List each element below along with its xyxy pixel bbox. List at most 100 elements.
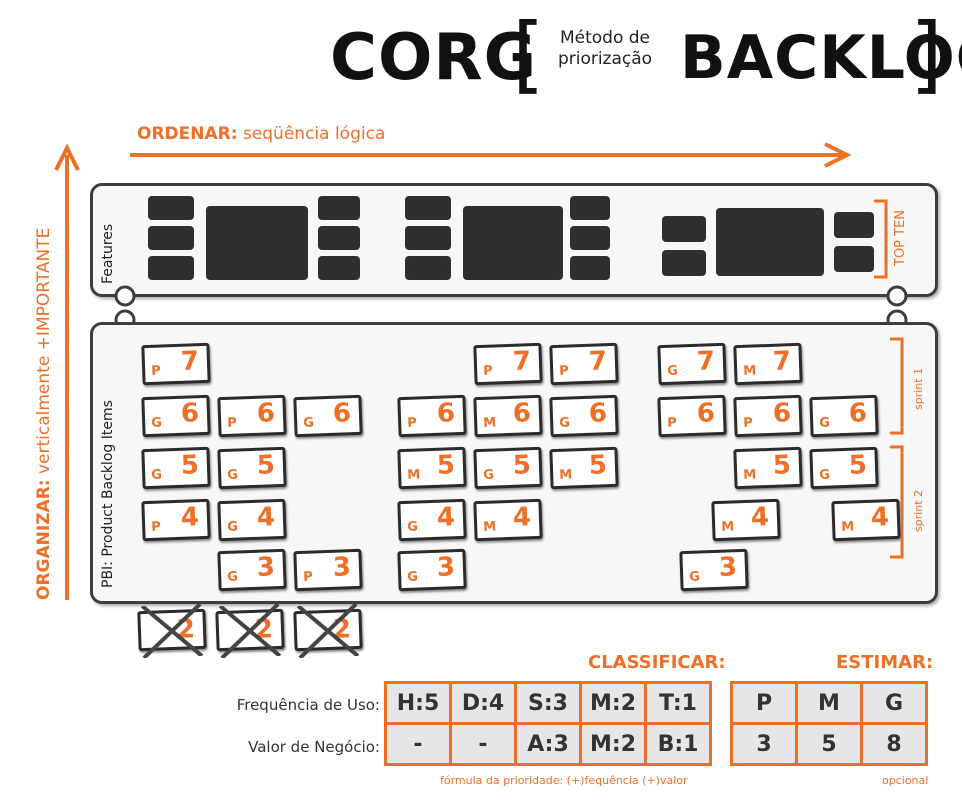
feature-block: [570, 226, 610, 250]
classificar-cell: -: [449, 722, 517, 766]
pbi-card-size: G: [406, 569, 419, 585]
top-ten-label: TOP TEN: [893, 209, 908, 266]
estimar-table: P M G 3 5 8: [730, 681, 928, 766]
classificar-cell: M:2: [579, 722, 647, 766]
ordenar-keyword: ORDENAR:: [137, 124, 238, 144]
pbi-card-size: M: [558, 467, 573, 483]
pbi-card-priority: 4: [180, 502, 200, 533]
pbi-card-size: M: [840, 519, 855, 535]
pbi-card-priority: 3: [256, 552, 276, 583]
sprint2-label: sprint 2: [912, 489, 925, 532]
vertical-arrow: [54, 143, 80, 600]
classificar-heading: CLASSIFICAR:: [588, 652, 726, 673]
valor-label: Valor de Negócio:: [248, 738, 380, 756]
estimar-note: opcional: [882, 774, 929, 787]
classificar-cell: S:3: [514, 681, 582, 725]
pbi-card-priority: 4: [750, 502, 770, 533]
pbi-card-size: P: [302, 569, 314, 585]
title-subtitle-line1: Método de: [559, 28, 651, 48]
pbi-card-priority: 5: [512, 450, 532, 481]
pbi-card-priority: 5: [772, 450, 792, 481]
pbi-card-priority: 4: [256, 502, 276, 533]
estimar-cell: 3: [730, 722, 798, 766]
feature-block: [318, 256, 360, 280]
classificar-row-frequencia: H:5 D:4 S:3 M:2 T:1: [384, 681, 712, 725]
pbi-card-size: G: [482, 467, 495, 483]
pbi-card-priority: 6: [848, 398, 868, 429]
estimar-cell: 8: [860, 722, 928, 766]
cross-out-icon: [140, 603, 204, 659]
estimar-heading: ESTIMAR:: [836, 652, 934, 673]
feature-block: [318, 226, 360, 250]
pbi-card-priority: 3: [332, 552, 352, 583]
feature-block: [405, 196, 451, 220]
sprint1-label: sprint 1: [912, 367, 925, 410]
pbi-card-priority: 7: [696, 346, 716, 377]
discarded-card: 2: [137, 603, 207, 659]
cross-out-icon: [296, 603, 360, 659]
pbi-card-size: G: [150, 415, 163, 431]
estimar-cell: M: [795, 681, 863, 725]
estimar-row-size: P M G: [730, 681, 928, 725]
classificar-table: H:5 D:4 S:3 M:2 T:1 - - A:3 M:2 B:1: [384, 681, 712, 766]
pbi-card-size: P: [742, 415, 754, 431]
pbi-label: PBI: Product Backlog Items: [100, 400, 116, 588]
discarded-card: 2: [215, 603, 285, 659]
organizar-label: ORGANIZAR: verticalmente +IMPORTANTE: [34, 228, 54, 600]
pbi-card-priority: 5: [436, 450, 456, 481]
pbi-card-size: M: [742, 467, 757, 483]
pbi-card-size: P: [482, 363, 494, 379]
title-bracket-close: ]: [910, 5, 943, 103]
feature-block-large: [716, 208, 824, 276]
feature-block: [405, 256, 451, 280]
pbi-card-priority: 4: [512, 502, 532, 533]
pbi-card-priority: 5: [848, 450, 868, 481]
organizar-keyword: ORGANIZAR:: [34, 479, 54, 600]
classificar-cell: T:1: [644, 681, 712, 725]
pbi-card-priority: 6: [180, 398, 200, 429]
pbi-card-priority: 6: [512, 398, 532, 429]
pbi-card-priority: 4: [870, 502, 890, 533]
classificar-cell: B:1: [644, 722, 712, 766]
estimar-row-points: 3 5 8: [730, 722, 928, 766]
pbi-card-size: P: [666, 415, 678, 431]
organizar-text: verticalmente +IMPORTANTE: [34, 227, 54, 475]
feature-block-large: [206, 206, 308, 280]
discarded-card: 2: [293, 603, 363, 659]
pbi-card-size: P: [150, 519, 162, 535]
title-subtitle: Método de priorização: [540, 28, 670, 70]
classificar-cell: H:5: [384, 681, 452, 725]
estimar-cell: P: [730, 681, 798, 725]
pbi-card-size: M: [406, 467, 421, 483]
pbi-card-priority: 6: [772, 398, 792, 429]
pbi-card-priority: 6: [436, 398, 456, 429]
pbi-card-priority: 7: [588, 346, 608, 377]
feature-block: [834, 246, 874, 272]
pbi-card-priority: 6: [332, 398, 352, 429]
pbi-card-size: P: [150, 363, 162, 379]
estimar-cell: 5: [795, 722, 863, 766]
pbi-card-size: G: [302, 415, 315, 431]
feature-block: [834, 212, 874, 238]
pbi-card-priority: 7: [772, 346, 792, 377]
classificar-cell: M:2: [579, 681, 647, 725]
pbi-card-size: G: [406, 519, 419, 535]
feature-block: [148, 196, 194, 220]
feature-block: [148, 226, 194, 250]
feature-block: [405, 226, 451, 250]
